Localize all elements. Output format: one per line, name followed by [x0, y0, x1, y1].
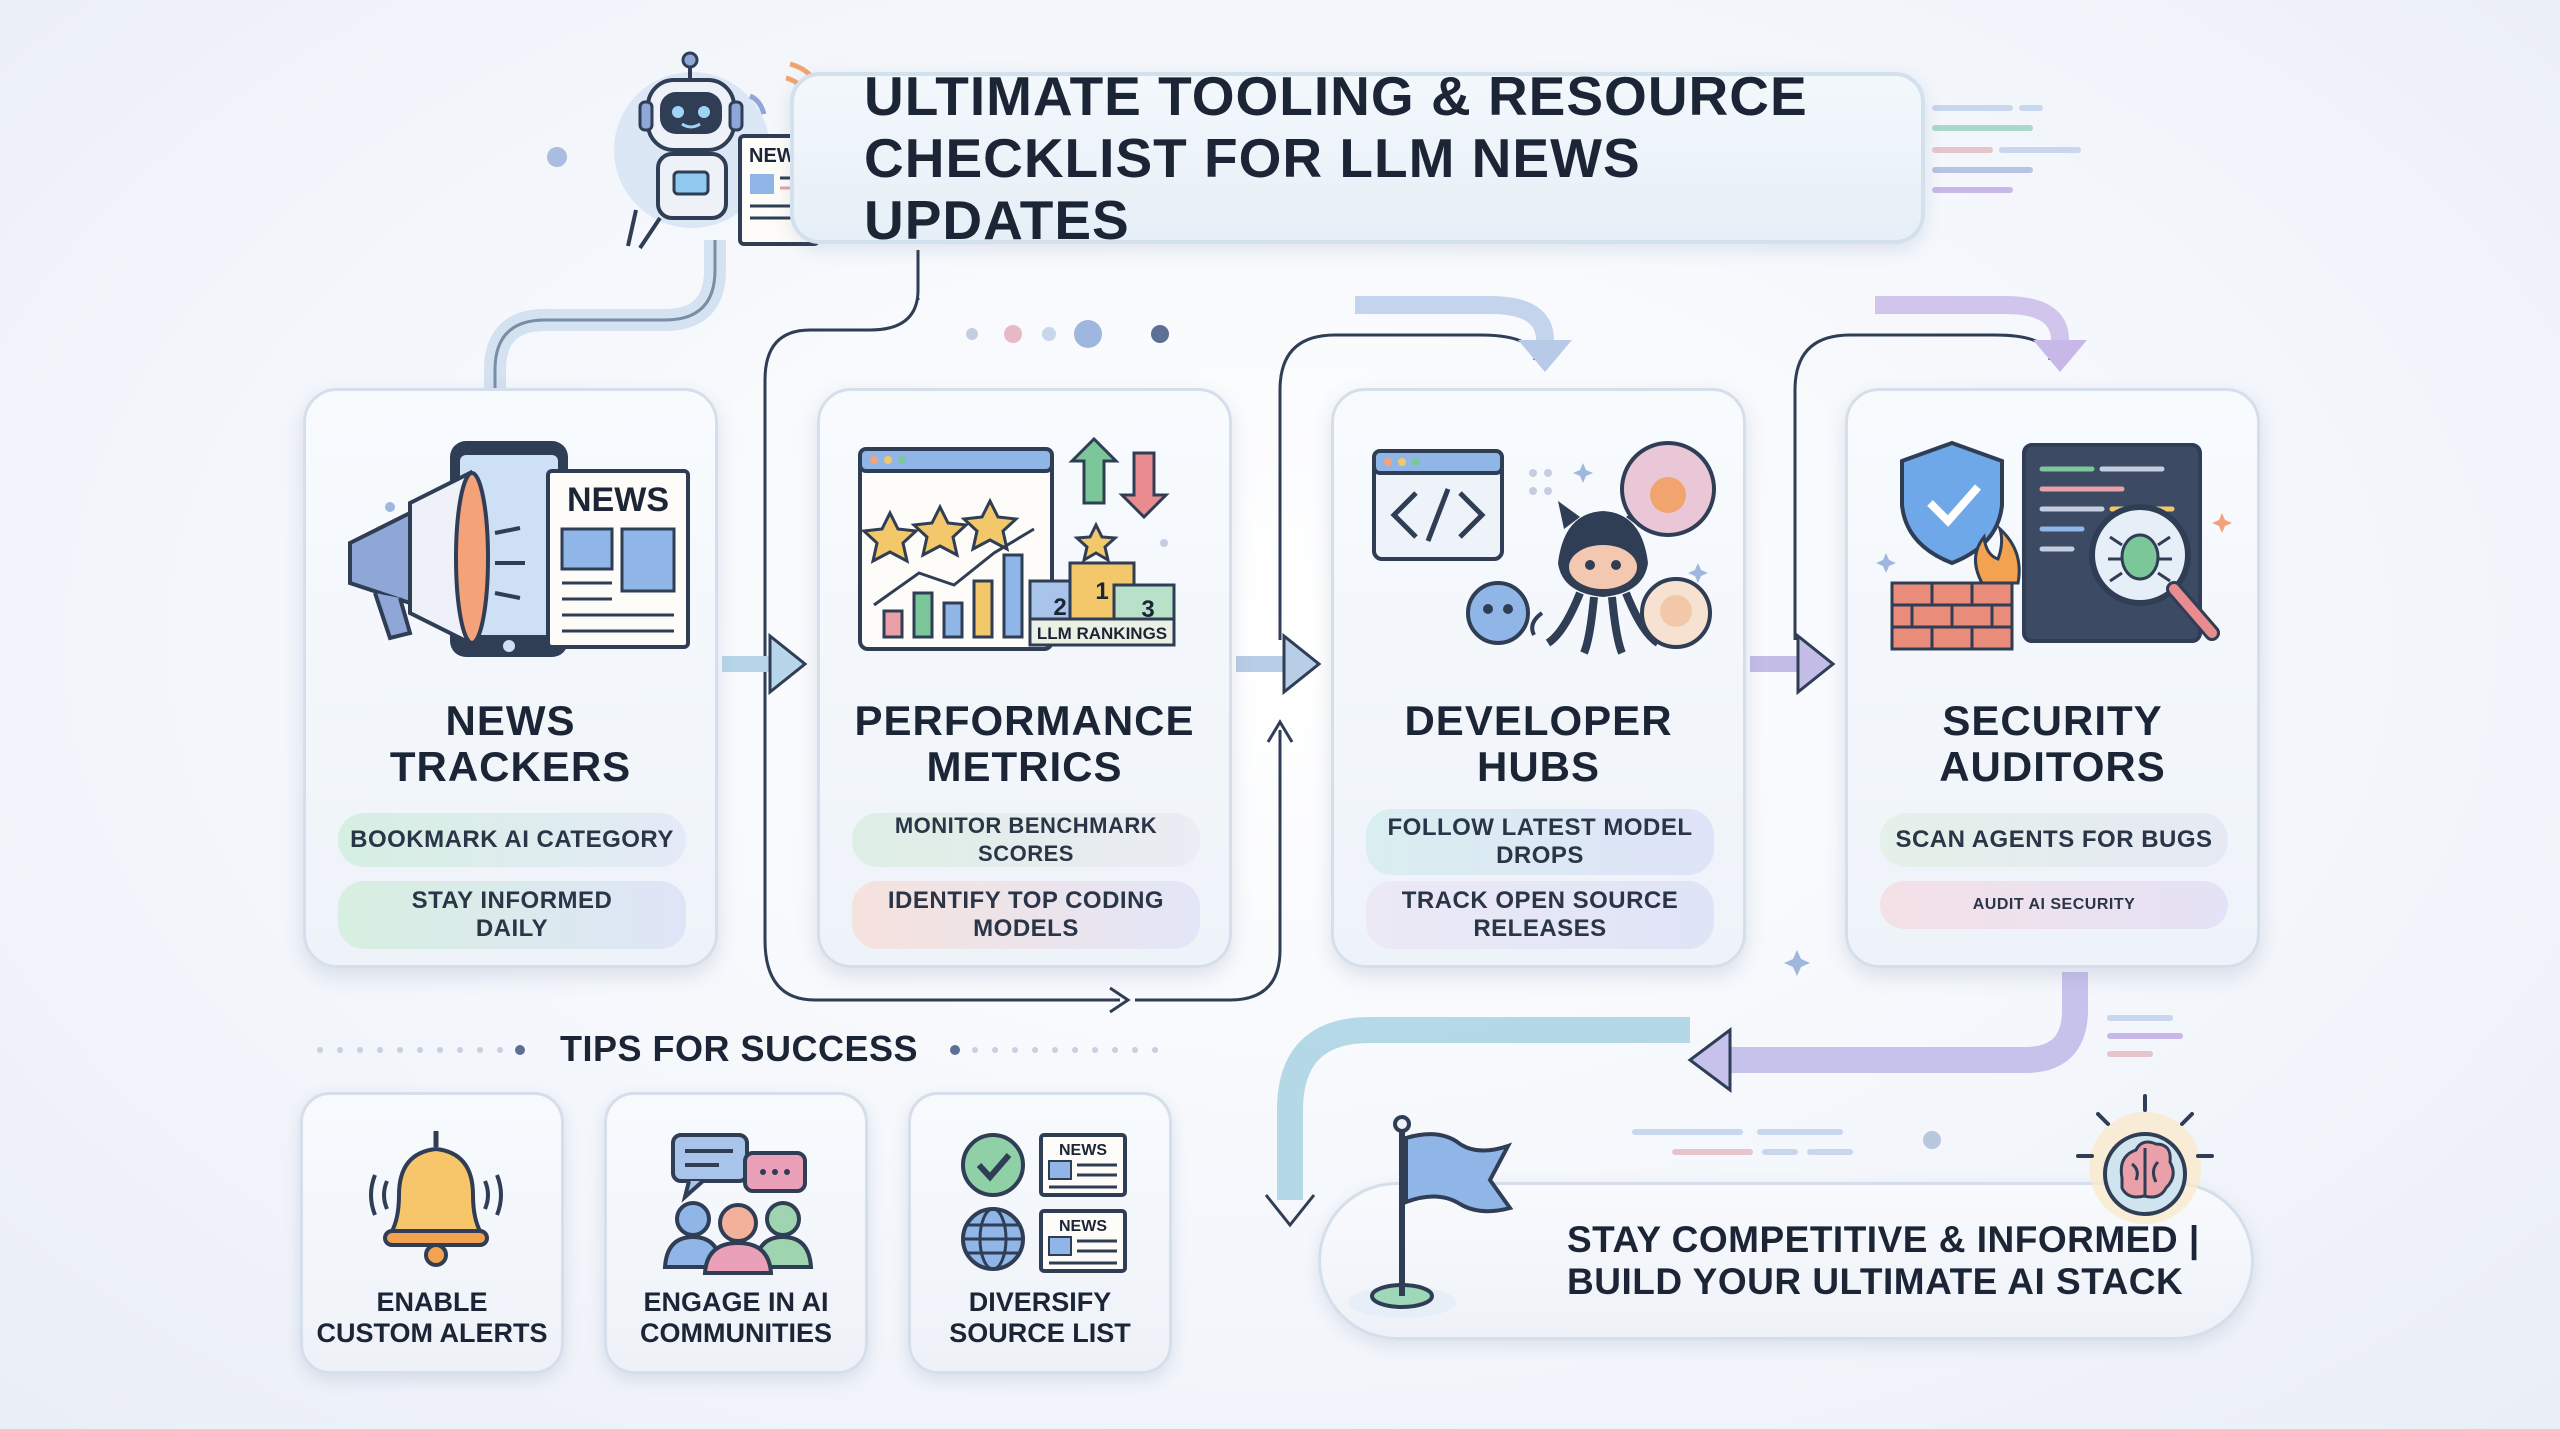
news-label: NEWS [1059, 1142, 1107, 1159]
shield-firewall-bug-icon [1876, 440, 2232, 651]
tip-enable-alerts: ENABLE CUSTOM ALERTS [300, 1092, 564, 1374]
news-label: NEWS [1059, 1218, 1107, 1235]
tip-label: ENABLE CUSTOM ALERTS [303, 1287, 561, 1349]
final-banner: STAY COMPETITIVE & INFORMED | BUILD YOUR… [1318, 1182, 2254, 1340]
checklist-pill: BOOKMARK AI CATEGORY [338, 813, 686, 867]
tip-label: DIVERSIFY SOURCE LIST [911, 1287, 1169, 1349]
card-developer-hubs: DEVELOPER HUBS FOLLOW LATEST MODEL DROPS… [1331, 388, 1746, 968]
checklist-pill: TRACK OPEN SOURCE RELEASES [1366, 881, 1714, 949]
title-line-1: ULTIMATE TOOLING & RESOURCE [864, 65, 1808, 127]
card-title-line-1: SECURITY [1942, 697, 2163, 744]
checklist-pill: STAY INFORMED DAILY [338, 881, 686, 949]
bell-icon [369, 1131, 503, 1267]
benchmark-chart-podium-icon: 2 1 3 LLM RANKINGS [858, 436, 1176, 651]
tip-label-line-1: DIVERSIFY [968, 1287, 1112, 1317]
podium-first: 1 [1095, 578, 1108, 605]
pill-text: AUDIT AI SECURITY [1972, 896, 2136, 913]
tip-label-line-2: SOURCE LIST [949, 1318, 1131, 1348]
podium-third: 3 [1141, 596, 1154, 623]
pill-text-line-1: TRACK OPEN SOURCE [1401, 887, 1679, 914]
pill-text-line-2: DROPS [1496, 842, 1584, 869]
check-globe-news-icon: NEWS NEWS [961, 1133, 1127, 1273]
tip-engage-communities: ENGAGE IN AI COMMUNITIES [604, 1092, 868, 1374]
pill-text: BOOKMARK AI CATEGORY [350, 826, 674, 853]
card-title-line-2: AUDITORS [1939, 743, 2166, 790]
pill-text-line-1: FOLLOW LATEST MODEL [1387, 814, 1693, 841]
final-line-1: STAY COMPETITIVE & INFORMED | [1567, 1219, 2200, 1260]
checklist-pill: SCAN AGENTS FOR BUGS [1880, 813, 2228, 867]
tips-title: TIPS FOR SUCCESS [560, 1028, 919, 1069]
card-performance-metrics: 2 1 3 LLM RANKINGS PERFORMANCE METRICS M… [817, 388, 1232, 968]
card-title-line-1: DEVELOPER [1404, 697, 1673, 744]
arrow-card2-card3 [1236, 632, 1322, 696]
tip-label-line-2: CUSTOM ALERTS [316, 1318, 548, 1348]
octocat-code-window-icon [1372, 441, 1716, 655]
pill-text: SCAN AGENTS FOR BUGS [1895, 826, 2213, 853]
podium-label: LLM RANKINGS [1037, 624, 1167, 643]
card-title-line-2: HUBS [1476, 743, 1600, 790]
card-security-auditors: SECURITY AUDITORS SCAN AGENTS FOR BUGS A… [1845, 388, 2260, 968]
checklist-pill: FOLLOW LATEST MODEL DROPS [1366, 809, 1714, 875]
community-chat-icon [662, 1133, 814, 1275]
final-line-2: BUILD YOUR ULTIMATE AI STACK [1567, 1261, 2184, 1302]
tip-label-line-2: COMMUNITIES [640, 1318, 832, 1348]
pill-text-line-2: RELEASES [1473, 915, 1607, 942]
checklist-pill: IDENTIFY TOP CODING MODELS [852, 881, 1200, 949]
tip-diversify-sources: NEWS NEWS DIVERSIFY SOURCE LIST [908, 1092, 1172, 1374]
checklist-pill: MONITOR BENCHMARK SCORES [852, 813, 1200, 867]
brain-lightbulb-icon [2076, 1094, 2214, 1224]
checklist-pill: AUDIT AI SECURITY [1880, 881, 2228, 929]
tip-label-line-1: ENABLE [376, 1287, 488, 1317]
tip-label: ENGAGE IN AI COMMUNITIES [607, 1287, 865, 1349]
card-title: PERFORMANCE METRICS [820, 698, 1229, 790]
card-title: SECURITY AUDITORS [1848, 698, 2257, 790]
card-title-line-1: PERFORMANCE [854, 697, 1195, 744]
pill-text-line-1: STAY INFORMED [411, 887, 613, 914]
megaphone-phone-newspaper-icon: NEWS [348, 441, 690, 657]
pill-text: MONITOR BENCHMARK SCORES [894, 813, 1158, 866]
tip-label-line-1: ENGAGE IN AI [643, 1287, 829, 1317]
card-title-line-2: METRICS [926, 743, 1123, 790]
card-title: NEWS TRACKERS [306, 698, 715, 790]
card-news-trackers: NEWS NEWS TRACKERS BOOKMARK AI CATEGORY … [303, 388, 718, 968]
arrow-card1-card2 [722, 632, 808, 696]
pill-text-line-2: DAILY [475, 915, 549, 942]
final-text: STAY COMPETITIVE & INFORMED | BUILD YOUR… [1567, 1219, 2200, 1303]
podium-second: 2 [1053, 594, 1066, 621]
pill-text-line-1: IDENTIFY TOP CODING [887, 887, 1165, 914]
title-line-2: CHECKLIST FOR LLM NEWS UPDATES [864, 127, 1641, 251]
card-title-line-1: NEWS [445, 697, 576, 744]
pill-text-line-2: MODELS [973, 915, 1079, 942]
title-banner: ULTIMATE TOOLING & RESOURCE CHECKLIST FO… [790, 65, 1925, 251]
card-title: DEVELOPER HUBS [1334, 698, 1743, 790]
flag-icon [1348, 1115, 1514, 1318]
card-title-line-2: TRACKERS [389, 743, 632, 790]
news-label: NEWS [567, 481, 669, 519]
arrow-card3-card4 [1750, 632, 1836, 696]
